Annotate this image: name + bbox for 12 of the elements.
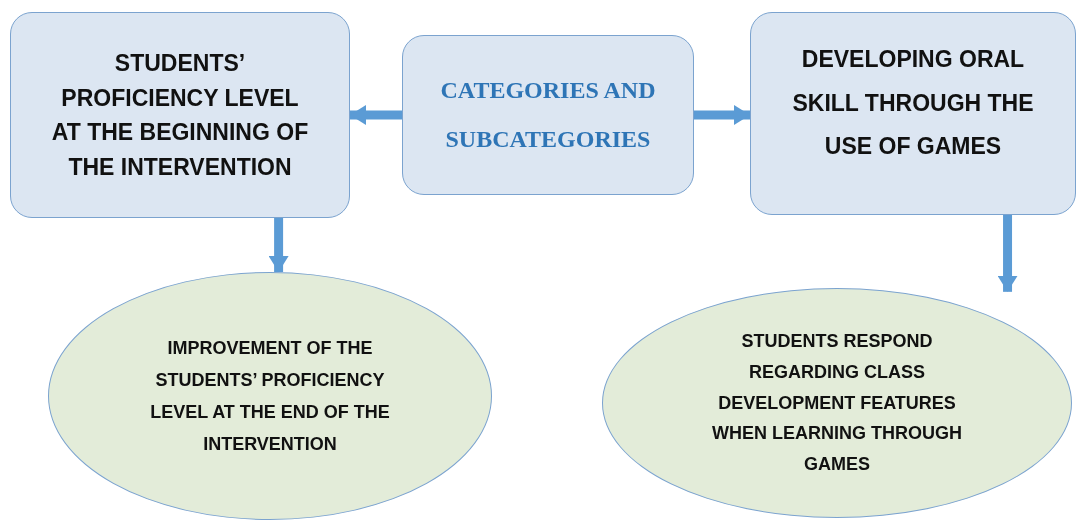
node-text: CATEGORIES AND SUBCATEGORIES <box>439 75 657 154</box>
node-text: STUDENTS RESPOND REGARDING CLASS DEVELOPMENT FEATURES WHEN LEARNING THROUGH GAMES <box>711 329 963 477</box>
block-arrow <box>268 218 289 272</box>
block-arrow <box>997 215 1018 292</box>
node-text: STUDENTS’ PROFICIENCY LEVEL AT THE BEGINNING OF THE INTERVENTION <box>51 49 309 182</box>
node-text: IMPROVEMENT OF THE STUDENTS’ PROFICIENCY LEVEL AT THE END OF THE INTERVENTION <box>149 336 391 457</box>
block-arrow <box>694 105 750 125</box>
block-arrow <box>350 105 402 125</box>
process-box <box>10 12 350 218</box>
process-box <box>402 35 694 195</box>
process-box <box>750 12 1076 215</box>
node-text: DEVELOPING ORAL SKILL THROUGH THE USE OF GAMES <box>791 44 1035 162</box>
